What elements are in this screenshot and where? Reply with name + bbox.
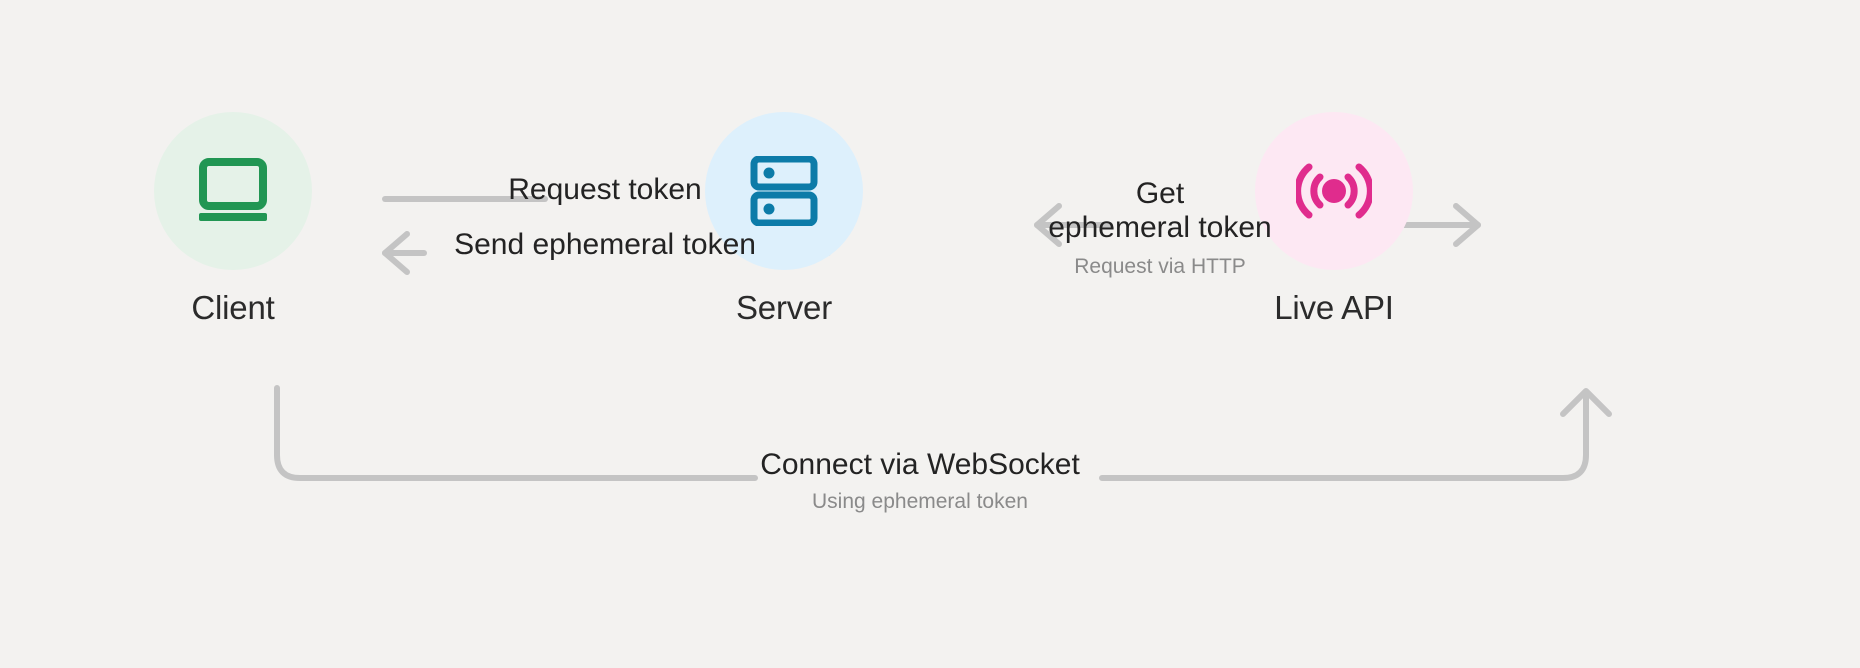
node-client: Client: [133, 112, 333, 326]
edge-label-send-ephemeral-token: Send ephemeral token: [400, 228, 810, 262]
edge-subtitle-connect-websocket: Using ephemeral token: [812, 490, 1028, 514]
edge-label-get-ephemeral-token: Get ephemeral token Request via HTTP: [1010, 177, 1310, 280]
node-live-api: Live API: [1234, 112, 1434, 326]
get-token-right-arrowhead: [1453, 203, 1481, 247]
edge-title-request-token: Request token: [508, 173, 702, 206]
edge-title-send-ephemeral-token: Send ephemeral token: [454, 228, 756, 261]
edge-title-get-token-line1: Get: [1135, 177, 1185, 210]
node-server: Server: [684, 112, 884, 326]
laptop-icon: [199, 158, 267, 221]
edge-label-connect-websocket: Connect via WebSocket Using ephemeral to…: [620, 448, 1220, 514]
edge-subtitle-get-token: Request via HTTP: [1074, 255, 1246, 279]
node-server-label: Server: [736, 289, 832, 326]
edge-label-request-token: Request token: [455, 173, 755, 207]
server-rack-icon: [750, 156, 818, 226]
live-api-icon-circle: [1255, 112, 1413, 270]
websocket-arrowhead-up: [1560, 388, 1612, 417]
edge-title-connect-websocket: Connect via WebSocket: [760, 448, 1080, 481]
client-icon-circle: [154, 112, 312, 270]
node-client-label: Client: [191, 289, 275, 326]
broadcast-signal-icon: [1296, 163, 1372, 219]
edge-title-get-token-line2: ephemeral token: [1048, 211, 1272, 245]
node-live-api-label: Live API: [1274, 289, 1394, 326]
server-icon-circle: [705, 112, 863, 270]
